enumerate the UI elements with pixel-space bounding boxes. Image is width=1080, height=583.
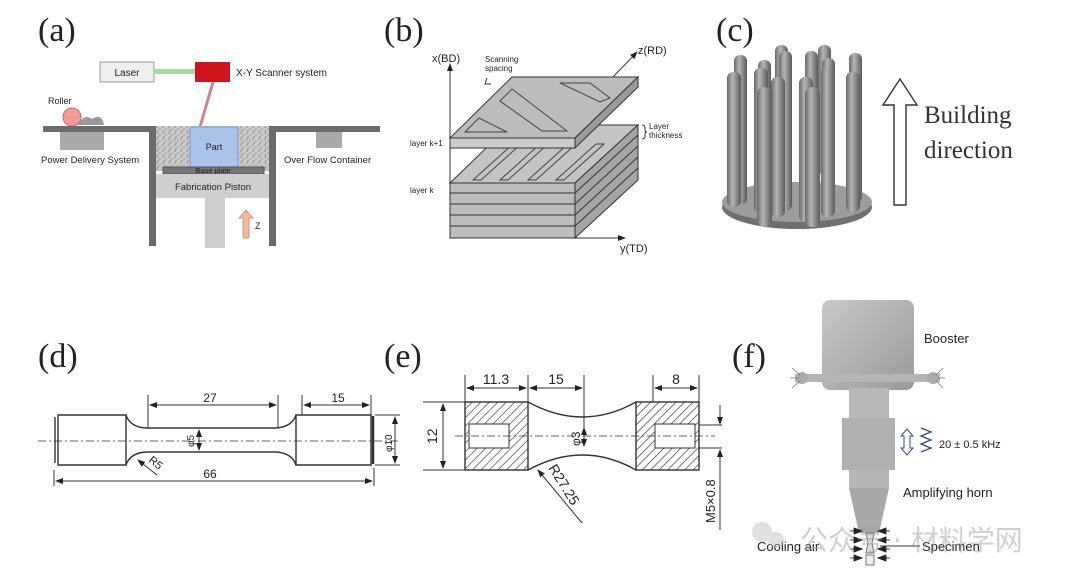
layer-thickness-bracket <box>641 124 648 140</box>
laser-beam <box>154 69 195 74</box>
dim-gauge-length: 27 <box>203 391 217 405</box>
layer-k-label: layer k <box>410 186 435 195</box>
dim-e-thread-length: 8 <box>672 371 680 387</box>
x-axis-label: x(BD) <box>432 53 460 65</box>
panel-label-d: (d) <box>38 338 78 375</box>
specimen-icon <box>865 532 875 554</box>
powder-delivery-block <box>60 132 104 150</box>
panel-label-c: (c) <box>716 12 754 49</box>
panel-e-drawing <box>423 375 723 530</box>
panel-label-b: (b) <box>384 12 424 49</box>
booster-label: Booster <box>924 331 969 346</box>
dim-e-min-diameter: φ3 <box>569 431 583 446</box>
amplifying-horn-label: Amplifying horn <box>903 485 993 500</box>
dim-gauge-diameter: φ5 <box>186 435 197 447</box>
building-direction-label-2: direction <box>924 137 1013 164</box>
dim-e-height: 12 <box>424 428 440 444</box>
piston-rod <box>205 198 225 248</box>
dim-fillet-radius: R5 <box>146 454 164 472</box>
panel-f-diagram <box>790 300 945 566</box>
powder-delivery-label: Power Delivery System <box>41 155 139 166</box>
chamber-wall-left <box>149 126 156 246</box>
z-axis <box>612 51 638 78</box>
panel-label-a: (a) <box>38 12 76 49</box>
z-label: Z <box>255 221 261 231</box>
watermark: 公众号 · 材料学网 <box>752 522 1023 557</box>
z-arrow-icon <box>237 209 255 239</box>
chamber-wall-right <box>269 126 276 246</box>
scanner-box <box>195 62 230 82</box>
panel-c-diagram: Building direction <box>722 45 1013 229</box>
horn-upper <box>849 388 889 423</box>
panel-a-diagram: Laser X-Y Scanner system Roller Power De… <box>41 61 380 248</box>
horn-mid <box>842 418 895 470</box>
building-direction-arrow-icon <box>881 77 919 206</box>
booster-block <box>822 300 914 390</box>
roller-label: Roller <box>48 96 72 106</box>
platform-right <box>270 126 380 132</box>
panel-label-e: (e) <box>384 338 422 375</box>
z-axis-label: z(RD) <box>638 45 667 57</box>
platform-left <box>43 126 155 132</box>
layer-thickness-label-2: thickness <box>649 131 682 140</box>
scanning-spacing-label-2: spacing <box>485 64 513 73</box>
base-plate-label: Base plate <box>195 166 230 175</box>
wechat-icon <box>752 522 772 542</box>
scanner-label: X-Y Scanner system <box>236 68 327 79</box>
panel-b-diagram: x(BD) y(TD) z(RD) Scanning spac <box>410 45 682 255</box>
wave-icon <box>919 427 933 453</box>
cooling-air-label: Cooling air <box>757 539 820 554</box>
dim-grip-diameter: φ10 <box>384 434 395 452</box>
lower-layer-stack <box>448 123 640 240</box>
scanning-spacing-label-1: Scanning <box>485 55 518 64</box>
overflow-block <box>316 132 342 148</box>
specimen-label: Specimen <box>922 539 980 554</box>
dim-total-length: 66 <box>203 467 217 481</box>
panel-label-f: (f) <box>732 338 766 375</box>
dim-grip-length: 15 <box>331 391 345 405</box>
panel-d-drawing <box>38 395 400 486</box>
roller-icon <box>62 107 82 127</box>
fabrication-piston <box>156 174 269 198</box>
piston-label: Fabrication Piston <box>175 182 251 193</box>
dim-e-grip: 11.3 <box>483 371 509 387</box>
sample-rods <box>727 45 862 227</box>
laser-label: Laser <box>114 68 140 79</box>
powder-heap <box>78 117 104 125</box>
layer-thickness-label-1: Layer <box>649 122 669 131</box>
overflow-label: Over Flow Container <box>284 155 371 166</box>
dim-e-half: 15 <box>548 371 564 387</box>
layer-k1-label: layer k+1 <box>410 139 443 148</box>
scanning-spacing-bracket <box>484 77 491 85</box>
y-axis-label: y(TD) <box>620 243 648 255</box>
building-direction-label-1: Building <box>924 102 1012 129</box>
vibration-arrow-icon <box>899 428 915 456</box>
dim-e-thread-spec: M5×0.8 <box>703 479 718 523</box>
watermark-text: 公众号 · 材料学网 <box>800 524 1023 557</box>
amplifying-horn <box>849 488 889 533</box>
upper-layer <box>448 75 640 150</box>
scan-beam <box>198 81 215 128</box>
cooling-air-arrows <box>850 527 890 562</box>
part-label: Part <box>206 142 223 152</box>
frequency-label: 20 ± 0.5 kHz <box>939 439 1001 451</box>
flange <box>795 374 940 382</box>
